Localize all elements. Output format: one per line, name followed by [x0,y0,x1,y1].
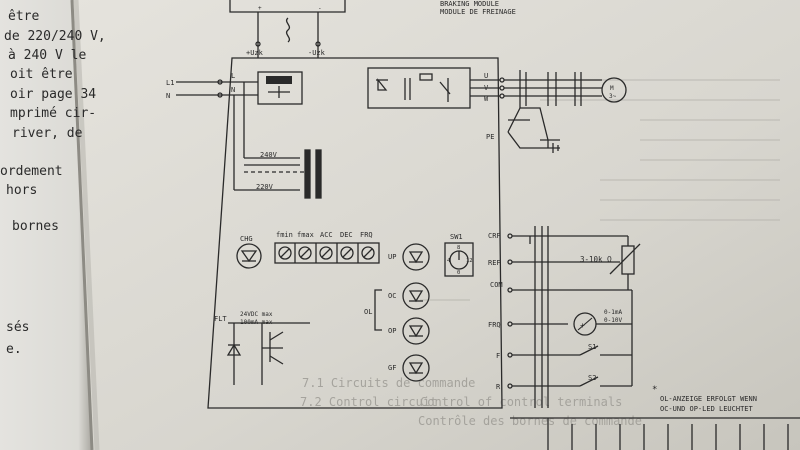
terminal-l-label: L [231,72,235,80]
switch-s2-label: S2 [588,374,596,382]
left-line-4: oit être [10,67,73,82]
led-gf-label: GF [388,364,396,372]
header-line-1: BRAKING MODULE [440,0,499,8]
led-chg-label: CHG [240,235,253,243]
left-line-6: mprimé cir- [10,106,96,121]
switch-pos-8: 8 [457,245,460,251]
motor-phase-label: 3~ [609,93,617,100]
trimmer-fmin-label: fmin [276,231,293,239]
svg-text:+: + [258,5,262,12]
mains-l1-label: L1 [166,79,174,87]
ghost-line-2: 7.2 Control circuit [300,395,437,409]
bus-minus-label: -Uzk [308,49,326,57]
left-line-3: à 240 V le [8,48,86,63]
left-line-7: river, de [12,126,83,141]
flt-spec-line-1: 24VDC max [240,311,273,318]
terminal-frq-label: FRQ [488,321,501,329]
book-spine [70,0,94,450]
motor-m-label: M [610,85,614,92]
trimmer-fmax-label: fmax [297,231,314,239]
bus-plus-label: +Uzk [246,49,264,57]
terminal-f-label: F [496,352,500,360]
output-u-label: U [484,72,488,80]
braking-module-block: + - [229,0,346,13]
left-line-10: bornes [12,219,59,234]
svg-text:-: - [318,5,322,12]
ghost-line-3: Control of control terminals [420,395,622,409]
terminal-crf-label: CRF [488,232,501,240]
mains-n-label: N [166,92,170,100]
switch-pos-12: 12 [466,258,473,264]
left-line-8: ordement [0,164,63,179]
header-line-2: MODULE DE FREINAGE [440,8,516,16]
schematic-lines [176,12,800,450]
switch-sw1-label: SW1 [450,233,463,241]
svg-text:+: + [580,321,585,330]
voltage-240-label: 240V [260,151,278,159]
left-page-text: être de 220/240 V, à 240 V le oit être o… [0,9,106,357]
left-line-12: e. [6,342,22,357]
switch-pos-4: 4 [447,258,451,264]
led-op-label: OP [388,327,396,335]
left-line-1: être [8,9,39,24]
terminal-r-label: R [496,383,501,391]
terminal-com-label: COM [490,281,503,289]
potentiometer-label: 3-10k Ω [580,255,612,264]
left-line-9: hors [6,183,37,198]
trimmer-acc-label: ACC [320,231,333,239]
left-line-11: sés [6,320,29,335]
led-oc-label: OC [388,292,396,300]
meter-range-1: 0-1mA [604,309,622,316]
voltage-220-label: 220V [256,183,274,191]
fuse-element [266,76,292,84]
led-ol-label: OL [364,308,372,316]
ghost-line-1: 7.1 Circuits de commande [302,376,475,390]
terminal-flt-label: FLT [214,315,227,323]
spine-shadow [73,0,100,450]
left-page [0,0,92,450]
trimmer-dec-label: DEC [340,231,353,239]
left-line-2: de 220/240 V, [4,29,106,44]
switch-s1-label: S1 [588,343,596,351]
meter-symbol: + [577,317,593,331]
output-v-label: V [484,84,489,92]
led-up-label: UP [388,253,396,261]
note-line-1: OL-ANZEIGE ERFOLGT WENN [660,395,757,403]
trimmer-frq-label: FRQ [360,231,373,239]
output-w-label: W [484,95,489,103]
left-line-5: oir page 34 [10,87,96,102]
meter-range-2: 0-10V [604,317,622,324]
flt-spec-line-2: 100mA max [240,319,273,326]
terminal-ref-label: REF [488,259,501,267]
switch-pos-0: 0 [457,270,460,276]
ghost-line-4: Contrôle des bornes de commande [418,414,642,428]
pe-label: PE [486,133,494,141]
terminal-n-label: N [231,86,235,94]
note-star: * [652,385,657,395]
note-line-2: OC-UND OP-LED LEUCHTET [660,405,754,413]
